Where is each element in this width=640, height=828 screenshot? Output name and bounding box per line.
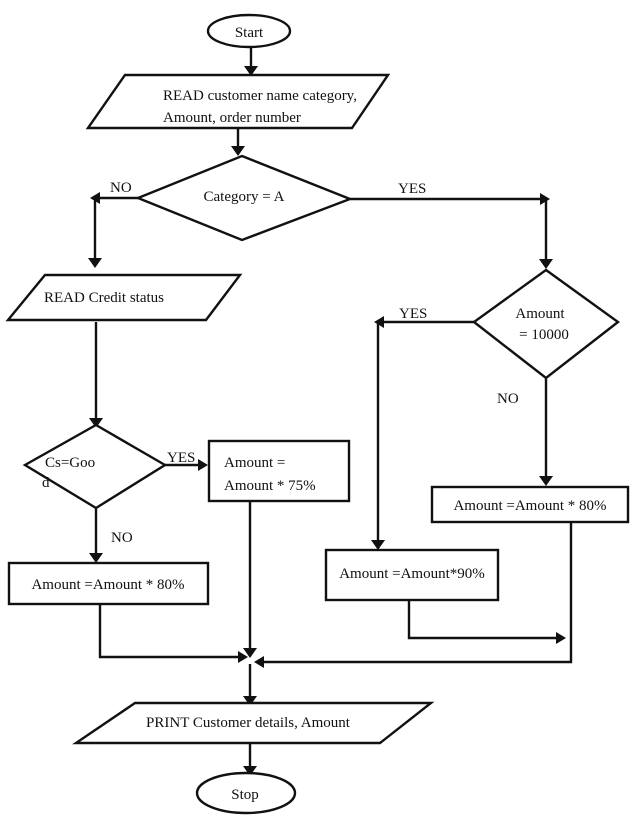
arrowhead-category (231, 146, 245, 156)
arrowheads (88, 66, 566, 776)
start-terminal-shape (206, 13, 292, 49)
category-decision-label: Category = A (204, 189, 285, 205)
connectors (93, 47, 573, 768)
print-output-node: PRINT Customer details, Amount (72, 701, 435, 745)
process-80-right-node: Amount =Amount * 80% (430, 485, 630, 524)
amount-decision-shape (471, 268, 621, 380)
amount-no-label: NO (497, 391, 519, 407)
arrowhead-junction-right (556, 632, 566, 644)
amount-decision-line2: = 10000 (519, 327, 569, 343)
process-80-left-node: Amount =Amount * 80% (7, 561, 210, 606)
arrowhead-stop (243, 766, 257, 776)
amount-yes-label: YES (399, 306, 427, 322)
print-output-label: PRINT Customer details, Amount (146, 715, 351, 731)
edge-right80-to-merge (262, 522, 573, 664)
stop-terminal: Stop (195, 771, 297, 815)
category-decision: Category = A (134, 154, 354, 242)
credit-decision-shape (22, 423, 168, 510)
process-80-left-shape (7, 561, 210, 606)
arrowhead-credit-decision (89, 418, 103, 428)
start-label: Start (235, 25, 264, 41)
arrowhead-read-credit (88, 258, 102, 268)
category-decision-shape (134, 154, 354, 242)
process-75-line1: Amount = (224, 455, 285, 471)
arrowhead-read-input (244, 66, 258, 76)
arrowhead-process-75 (198, 459, 208, 471)
arrowhead-merge-from-top (243, 648, 257, 658)
process-75-line2: Amount * 75% (224, 478, 316, 494)
print-output-shape (72, 701, 435, 745)
edge-category-yes (350, 197, 548, 262)
amount-decision-line1: Amount (515, 306, 565, 322)
read-credit-node: READ Credit status (5, 273, 243, 322)
start-terminal: Start (206, 13, 292, 49)
arrowhead-category-yes-right (540, 193, 550, 205)
edge-category-no (93, 196, 138, 262)
arrowhead-merge-from-right (254, 656, 264, 668)
arrowhead-amount-decision (539, 259, 553, 269)
arrowhead-process-90 (371, 540, 385, 550)
process-80-left-label: Amount =Amount * 80% (31, 577, 184, 593)
arrowhead-print (243, 696, 257, 706)
amount-decision: Amount = 10000 (471, 268, 621, 380)
edge-90-to-junction (407, 600, 562, 640)
read-credit-shape (5, 273, 243, 322)
process-75-node: Amount = Amount * 75% (207, 439, 351, 503)
edge-labels: NO YES YES NO YES NO (110, 180, 519, 546)
arrowhead-amount-yes-left (374, 316, 384, 328)
read-input-line1: READ customer name category, (163, 88, 357, 104)
process-90-shape (324, 548, 500, 602)
stop-terminal-shape (195, 771, 297, 815)
arrowhead-process-80-right (539, 476, 553, 486)
arrowhead-merge-from-left (238, 651, 248, 663)
edge-left80-to-merge (98, 604, 240, 659)
credit-yes-label: YES (167, 450, 195, 466)
process-75-shape (207, 439, 351, 503)
read-input-node: READ customer name category, Amount, ord… (85, 73, 391, 130)
credit-no-label: NO (111, 530, 133, 546)
read-credit-label: READ Credit status (44, 290, 164, 306)
read-input-shape (85, 73, 391, 130)
read-input-line2: Amount, order number (163, 110, 301, 126)
category-no-label: NO (110, 180, 132, 196)
credit-decision-line2: d (42, 475, 50, 491)
process-80-right-shape (430, 485, 630, 524)
stop-label: Stop (231, 787, 259, 803)
credit-decision-line1: Cs=Goo (45, 455, 95, 471)
process-90-label: Amount =Amount*90% (339, 566, 485, 582)
process-80-right-label: Amount =Amount * 80% (453, 498, 606, 514)
process-90-node: Amount =Amount*90% (324, 548, 500, 602)
credit-decision: Cs=Goo d (22, 423, 168, 510)
category-yes-label: YES (398, 181, 426, 197)
arrowhead-category-no-left (90, 192, 100, 204)
arrowhead-process-80-left (89, 553, 103, 563)
